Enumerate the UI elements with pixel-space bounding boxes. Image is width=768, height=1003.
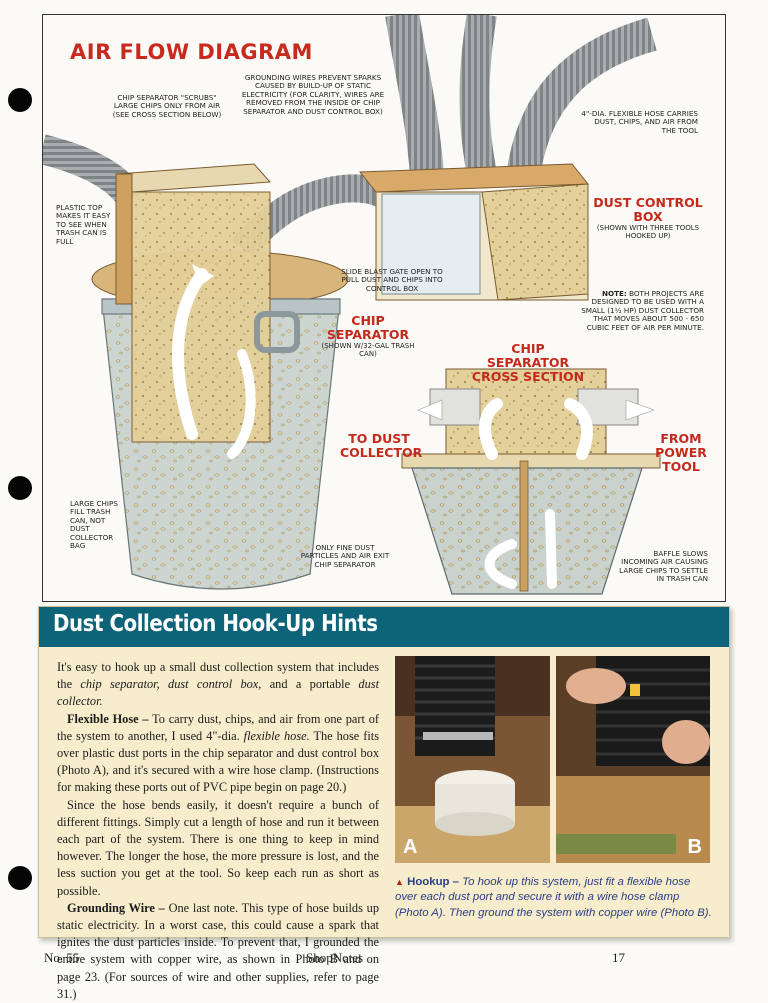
paragraph-intro: It's easy to hook up a small dust collec… — [57, 659, 379, 711]
diagram-illustration — [42, 14, 726, 602]
section-heading: Grounding Wire – — [67, 900, 165, 915]
caption-text: To hook up this system, just fit a flexi… — [395, 876, 712, 919]
dust-control-box-label: DUST CONTROL BOX (SHOWN WITH THREE TOOLS… — [588, 195, 708, 241]
text-italic: chip separator, dust control box, — [80, 677, 262, 692]
sidebar-body: It's easy to hook up a small dust collec… — [57, 659, 379, 1003]
dust-control-box-subtitle: (SHOWN WITH THREE TOOLS HOOKED UP) — [596, 224, 700, 240]
note-label: NOTE: — [601, 289, 627, 298]
caption-label: Hookup – — [407, 876, 459, 888]
sidebar-header: Dust Collection Hook-Up Hints — [39, 607, 729, 647]
caption-triangle-icon: ▲ — [395, 877, 404, 887]
chip-separator-label: CHIP SEPARATOR (SHOWN w/32-GAL TRASH CAN… — [318, 313, 418, 359]
from-power-tool-label: FROM POWER TOOL — [655, 431, 707, 474]
callout-chip-scrubs: CHIP SEPARATOR "SCRUBS" LARGE CHIPS ONLY… — [112, 93, 222, 119]
paragraph-grounding: Grounding Wire – One last note. This typ… — [57, 900, 379, 1003]
photo-a-label: A — [403, 836, 418, 858]
to-dust-collector-label: TO DUST COLLECTOR — [340, 431, 423, 460]
binder-hole — [8, 866, 32, 890]
text: The hose fits over plastic dust ports in… — [57, 728, 380, 795]
chip-separator-subtitle: (SHOWN w/32-GAL TRASH CAN) — [321, 342, 415, 358]
photo-a: A — [395, 656, 550, 863]
footer-page-number: 17 — [612, 950, 625, 965]
text: and a portable — [261, 677, 359, 692]
sidebar-title: Dust Collection Hook-Up Hints — [53, 611, 378, 637]
text: It's easy to hook up a small dust collec… — [57, 660, 379, 692]
binder-hole — [8, 88, 32, 112]
photo-b: B — [556, 656, 710, 863]
callout-grounding-wires: GROUNDING WIRES PREVENT SPARKS CAUSED BY… — [241, 73, 385, 116]
section-heading: Flexible Hose – — [67, 711, 149, 726]
callout-flexible-hose: 4"-DIA. FLEXIBLE HOSE CARRIES DUST, CHIP… — [581, 109, 698, 135]
photo-caption: ▲ Hookup – To hook up this system, just … — [395, 875, 713, 921]
footer-issue: No. 55 — [44, 950, 80, 965]
note-block: NOTE: BOTH PROJECTS ARE DESIGNED TO BE U… — [576, 289, 704, 332]
cross-section-label: CHIP SEPARATOR CROSS SECTION — [471, 341, 585, 384]
note-text: BOTH PROJECTS ARE DESIGNED TO BE USED WI… — [581, 289, 704, 332]
callout-blast-gate: SLIDE BLAST GATE OPEN TO PULL DUST AND C… — [341, 267, 443, 293]
hookup-hints-sidebar: Dust Collection Hook-Up Hints It's easy … — [38, 606, 730, 1001]
chip-separator-title: CHIP SEPARATOR — [326, 313, 410, 342]
footer-magazine: ShopNotes — [306, 950, 364, 965]
text: To carry dust, chips, and air from one p… — [57, 711, 379, 743]
paragraph-hose-length: Since the hose bends easily, it doesn't … — [57, 797, 379, 898]
text-italic: dust collector. — [57, 677, 379, 709]
text: One last note. This type of hose builds … — [57, 900, 379, 1001]
dust-control-box-title: DUST CONTROL BOX — [593, 195, 703, 224]
air-flow-diagram: AIR FLOW DIAGRAM CHIP SEPARATOR "SCRUBS"… — [42, 14, 726, 602]
binder-hole — [8, 476, 32, 500]
photo-a-image — [395, 656, 550, 863]
photo-b-label: B — [687, 836, 702, 858]
diagram-title: AIR FLOW DIAGRAM — [70, 40, 313, 64]
callout-plastic-top: PLASTIC TOP MAKES IT EASY TO SEE WHEN TR… — [56, 203, 111, 246]
paragraph-flexible-hose: Flexible Hose – To carry dust, chips, an… — [57, 711, 379, 797]
callout-fine-dust: ONLY FINE DUST PARTICLES AND AIR EXIT CH… — [300, 543, 390, 569]
callout-large-chips: LARGE CHIPS FILL TRASH CAN, NOT DUST COL… — [70, 499, 118, 551]
photo-b-image — [556, 656, 710, 863]
callout-baffle: BAFFLE SLOWS INCOMING AIR CAUSING LARGE … — [619, 549, 708, 584]
text-italic: flexible hose. — [243, 728, 310, 743]
